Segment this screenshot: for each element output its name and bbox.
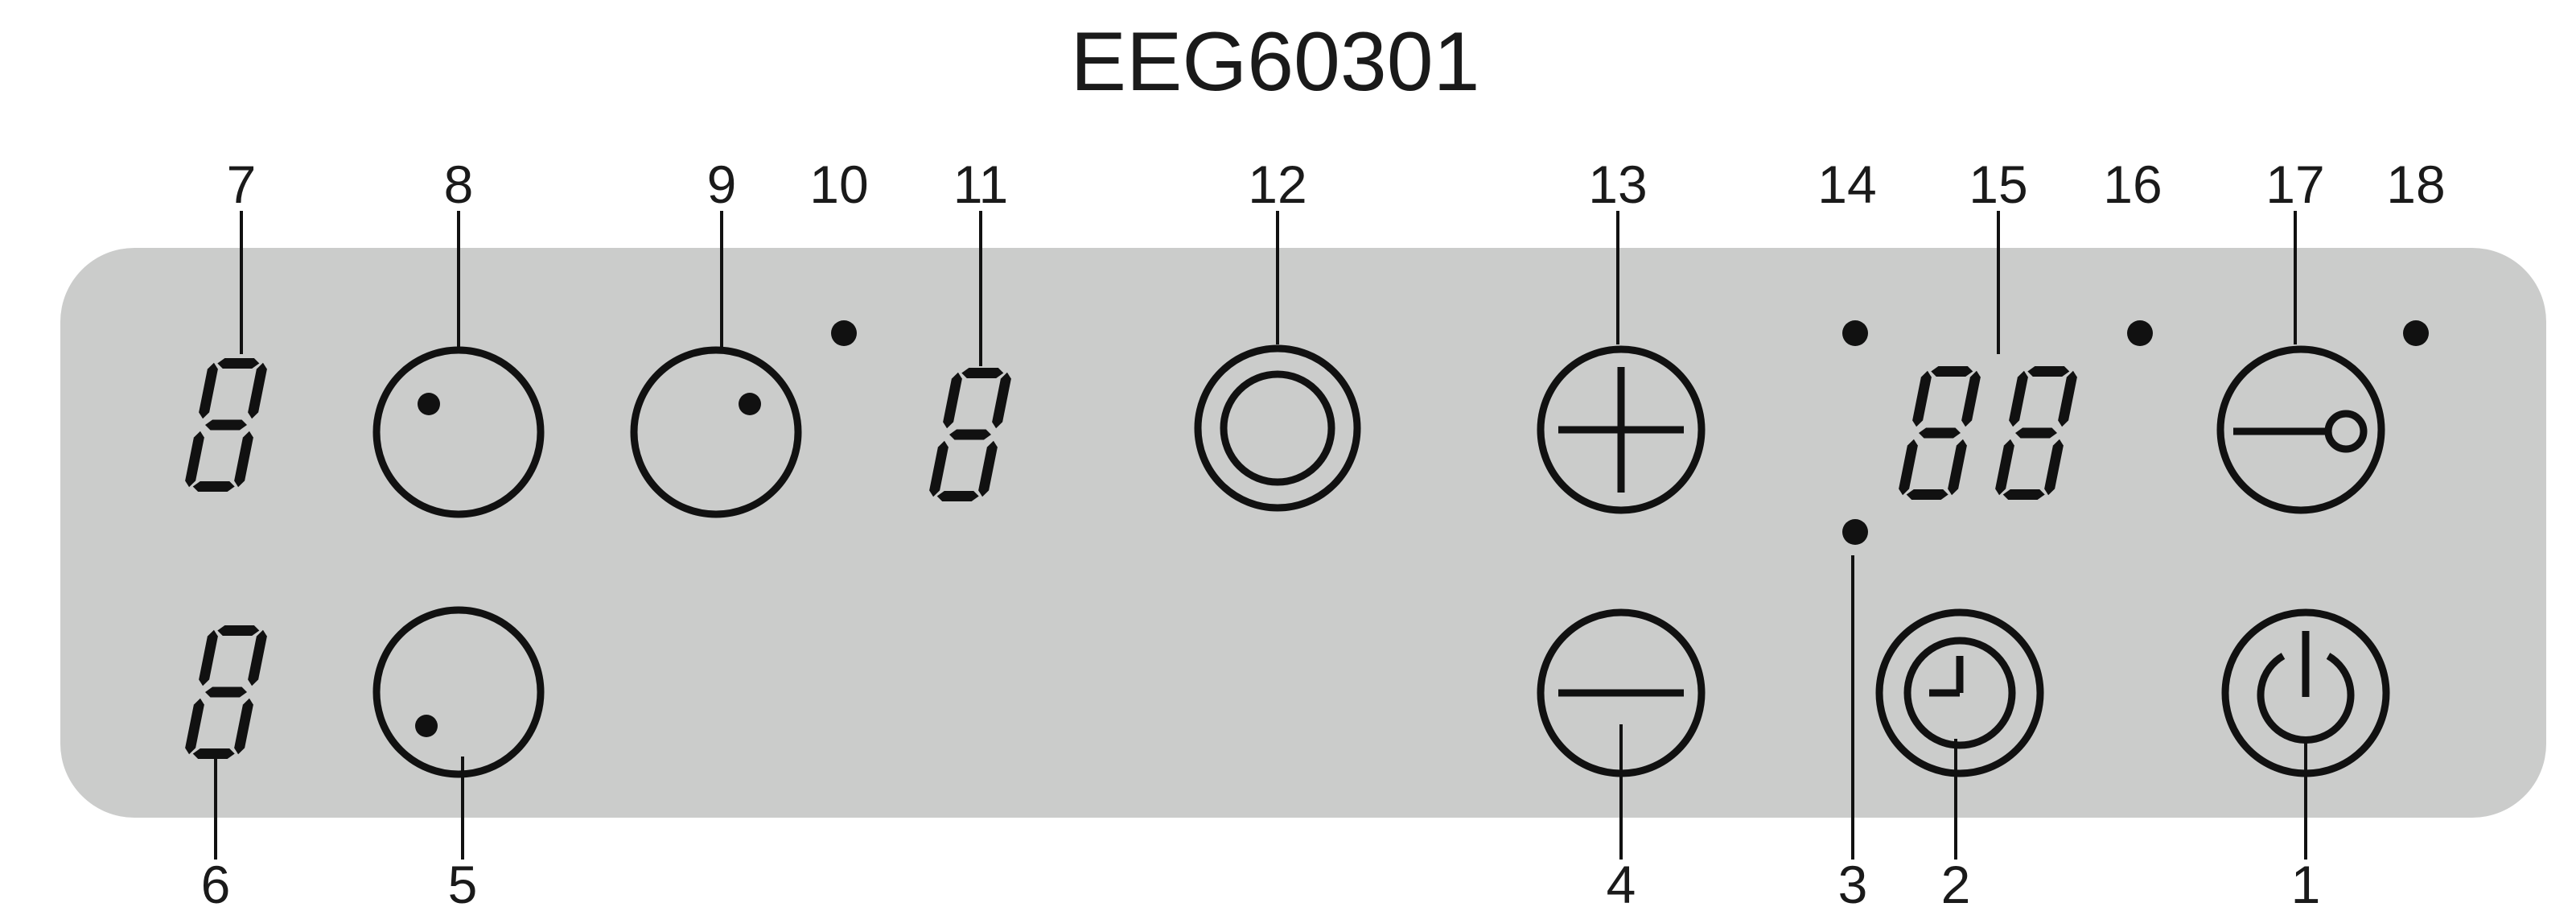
callout-16: 16 xyxy=(2103,155,2162,214)
cooking-zone-button-8[interactable] xyxy=(372,346,545,518)
indicator-dot-10 xyxy=(831,320,857,346)
dual-zone-button[interactable] xyxy=(1194,344,1361,512)
segment-c xyxy=(978,440,998,497)
display-15 xyxy=(1899,366,2077,500)
segment-b xyxy=(992,372,1011,429)
circle-dot-lower-left-icon xyxy=(372,606,545,778)
key-ring xyxy=(2324,410,2368,453)
callout-13: 13 xyxy=(1588,155,1647,214)
segment-e xyxy=(185,698,204,755)
leader-lines xyxy=(214,211,2307,860)
segment-f xyxy=(199,362,218,419)
key-icon xyxy=(2216,345,2385,514)
segment-a xyxy=(2027,366,2070,377)
segment-a xyxy=(1931,366,1973,377)
callout-12: 12 xyxy=(1248,155,1307,214)
callout-6: 6 xyxy=(201,855,231,907)
inner-ring xyxy=(1220,370,1335,486)
callout-11: 11 xyxy=(953,155,1009,214)
indicator-dot-18 xyxy=(2403,320,2429,346)
segment-d xyxy=(2002,489,2045,500)
segment-g xyxy=(2015,427,2057,439)
power-button[interactable] xyxy=(2221,608,2390,777)
zone-position-dot xyxy=(415,715,438,737)
clock-icon xyxy=(1903,637,2016,749)
segment-a xyxy=(217,625,260,636)
timer-button[interactable] xyxy=(1875,608,2044,777)
circle-dot-upper-right-icon xyxy=(630,346,802,518)
segment-b xyxy=(2058,370,2077,427)
segment-d xyxy=(192,481,235,492)
segment-a xyxy=(961,368,1004,378)
segment-c xyxy=(234,698,253,755)
segment-b xyxy=(248,362,267,419)
minus-icon xyxy=(1537,608,1706,777)
callout-5: 5 xyxy=(448,855,478,907)
callout-14: 14 xyxy=(1817,155,1876,214)
zone-position-dot xyxy=(418,393,440,415)
segment-e xyxy=(185,431,204,488)
segment-d xyxy=(936,491,979,501)
callout-18: 18 xyxy=(2386,155,2445,214)
circle-dot-upper-left-icon xyxy=(372,346,545,518)
segment-d xyxy=(192,748,235,759)
callout-9: 9 xyxy=(707,155,737,214)
segment-c xyxy=(2044,439,2064,496)
segment-e xyxy=(1995,439,2014,496)
indicator-dot-16 xyxy=(2127,320,2153,346)
callout-10: 10 xyxy=(809,155,868,214)
callout-15: 15 xyxy=(1969,155,2027,214)
timer-outer-ring xyxy=(1875,608,2044,777)
segment-c xyxy=(234,431,253,488)
cooking-zone-button-5[interactable] xyxy=(372,606,545,778)
callout-3: 3 xyxy=(1838,855,1868,907)
power-icon xyxy=(2257,653,2355,744)
callout-8: 8 xyxy=(444,155,474,214)
segment-f xyxy=(943,372,962,429)
segment-g xyxy=(949,429,991,440)
segment-e xyxy=(1899,439,1918,496)
segment-g xyxy=(205,686,247,698)
callout-4: 4 xyxy=(1607,855,1636,907)
segment-f xyxy=(1912,370,1932,427)
zone-position-dot xyxy=(739,393,761,415)
segment-b xyxy=(1961,370,1981,427)
callout-17: 17 xyxy=(2265,155,2324,214)
callout-1: 1 xyxy=(2291,855,2321,907)
power-outer-ring xyxy=(2221,608,2390,777)
display-6 xyxy=(185,625,267,759)
callout-2: 2 xyxy=(1941,855,1971,907)
minus-button[interactable] xyxy=(1537,608,1706,777)
double-circle-icon xyxy=(1194,344,1361,512)
segment-d xyxy=(1906,489,1948,500)
plus-icon xyxy=(1537,345,1706,514)
segment-f xyxy=(199,629,218,686)
segment-c xyxy=(1948,439,1967,496)
callout-7: 7 xyxy=(227,155,257,214)
segment-e xyxy=(929,440,949,497)
plus-button[interactable] xyxy=(1537,345,1706,514)
segment-g xyxy=(1919,427,1961,439)
indicator-dot-3 xyxy=(1842,519,1868,545)
lock-button[interactable] xyxy=(2216,345,2385,514)
segment-g xyxy=(205,419,247,431)
display-11 xyxy=(929,368,1011,501)
model-title: EEG60301 xyxy=(1071,15,1480,109)
segment-b xyxy=(248,629,267,686)
cooking-zone-button-9[interactable] xyxy=(630,346,802,518)
display-7 xyxy=(185,358,267,492)
segment-f xyxy=(2009,370,2028,427)
segment-a xyxy=(217,358,260,369)
indicator-dot-14 xyxy=(1842,320,1868,346)
